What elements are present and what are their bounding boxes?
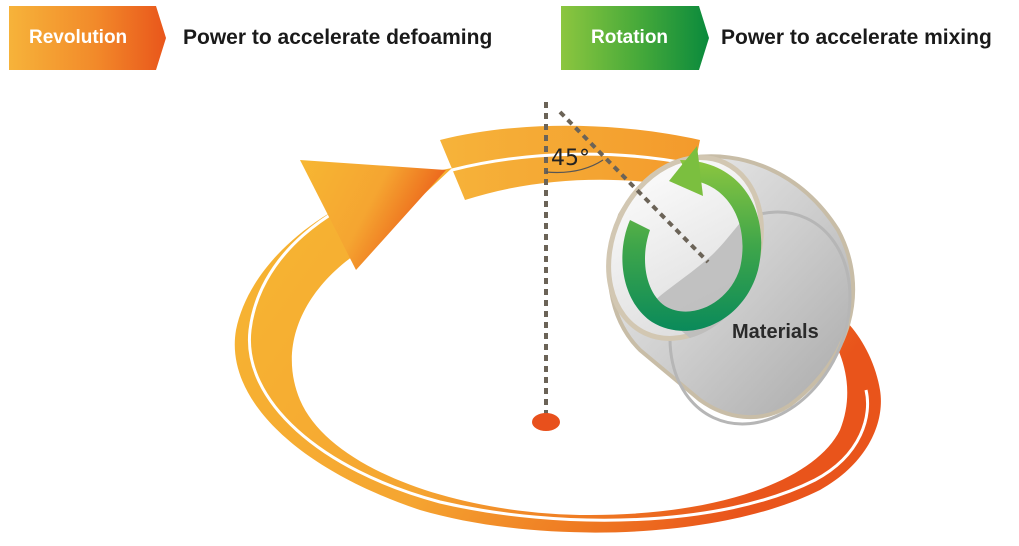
rotation-badge: Rotation — [561, 6, 709, 70]
revolution-description: Power to accelerate defoaming — [183, 26, 493, 49]
revolution-top-arc — [440, 125, 700, 200]
revolution-label: Revolution — [29, 27, 128, 48]
revolution-top-arc-highlight — [451, 152, 691, 172]
materials-label: Materials — [732, 321, 819, 343]
angle-arc — [545, 159, 604, 174]
revolution-arrowhead — [300, 160, 446, 270]
revolution-ring-highlight — [247, 170, 870, 522]
materials-container — [606, 146, 856, 426]
revolution-badge-shape — [9, 6, 166, 70]
tilt-angle-label: 45° — [551, 146, 590, 171]
rotation-label: Rotation — [591, 27, 669, 48]
rotation-badge-shape — [561, 6, 709, 70]
rotation-axis-line — [558, 110, 710, 264]
rotation-description: Power to accelerate mixing — [721, 26, 992, 49]
revolution-arrow — [234, 125, 881, 533]
revolution-badge: Revolution — [9, 6, 166, 70]
rotation-arrowhead — [669, 146, 703, 196]
axis-center-dot — [532, 413, 560, 431]
